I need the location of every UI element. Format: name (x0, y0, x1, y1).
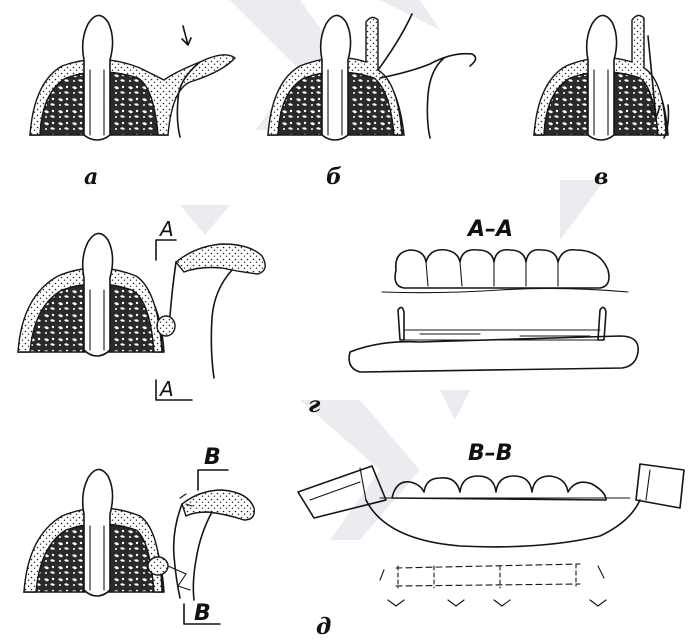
section-a-top-bracket (156, 240, 176, 260)
label-g: г (308, 392, 321, 418)
section-aa-drawing (349, 250, 638, 372)
section-b-top-bracket (198, 470, 228, 490)
label-a: а (84, 164, 98, 190)
section-a-top-mark: A (158, 217, 174, 241)
section-b-bottom-mark: B (194, 601, 211, 626)
label-d: д (316, 614, 331, 637)
panel-v-drawing (534, 15, 669, 140)
panel-a-drawing (30, 15, 235, 140)
section-a-bottom-mark: A (158, 377, 174, 401)
section-b-top-mark: B (204, 445, 221, 470)
section-bb-title: В–В (468, 441, 513, 466)
label-b: б (326, 164, 342, 190)
panel-g-drawing (18, 233, 265, 400)
panel-d-drawing (24, 469, 254, 624)
section-aa-title: А–А (466, 217, 513, 242)
label-v: в (594, 164, 608, 190)
